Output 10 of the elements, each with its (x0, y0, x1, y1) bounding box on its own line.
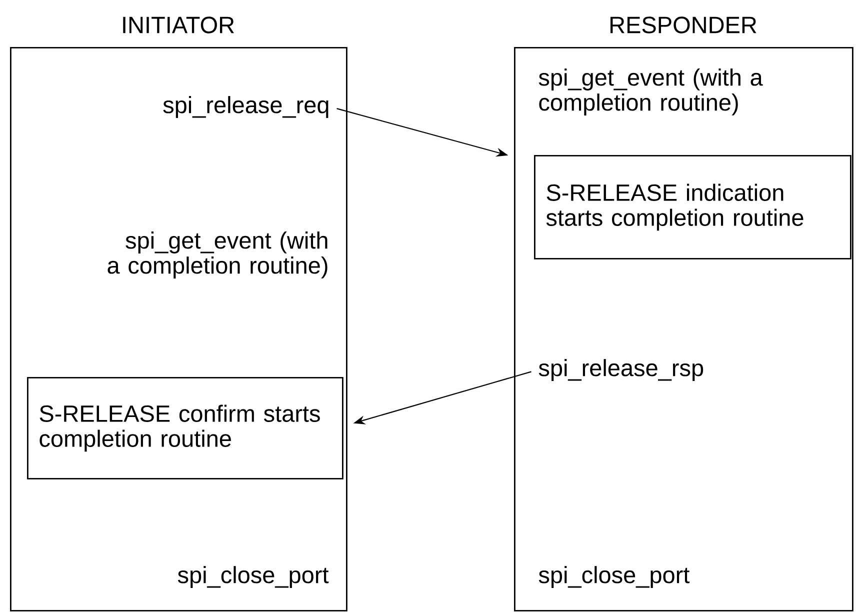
primitive-label: spi_release_rsp (538, 359, 704, 381)
primitive-label: spi_get_event (with a completion routine) (538, 68, 763, 116)
event-box: S-RELEASE indication starts completion routine (534, 155, 852, 260)
primitive-label: spi_get_event (with a completion routine) (108, 232, 328, 278)
primitive-label: spi_close_port (178, 566, 329, 588)
event-box: S-RELEASE confirm starts completion routine (27, 377, 344, 480)
column-title: RESPONDER (610, 16, 756, 34)
primitive-label: spi_release_req (163, 96, 328, 118)
primitive-label: spi_close_port (538, 566, 690, 588)
column-title: INITIATOR (123, 16, 234, 34)
